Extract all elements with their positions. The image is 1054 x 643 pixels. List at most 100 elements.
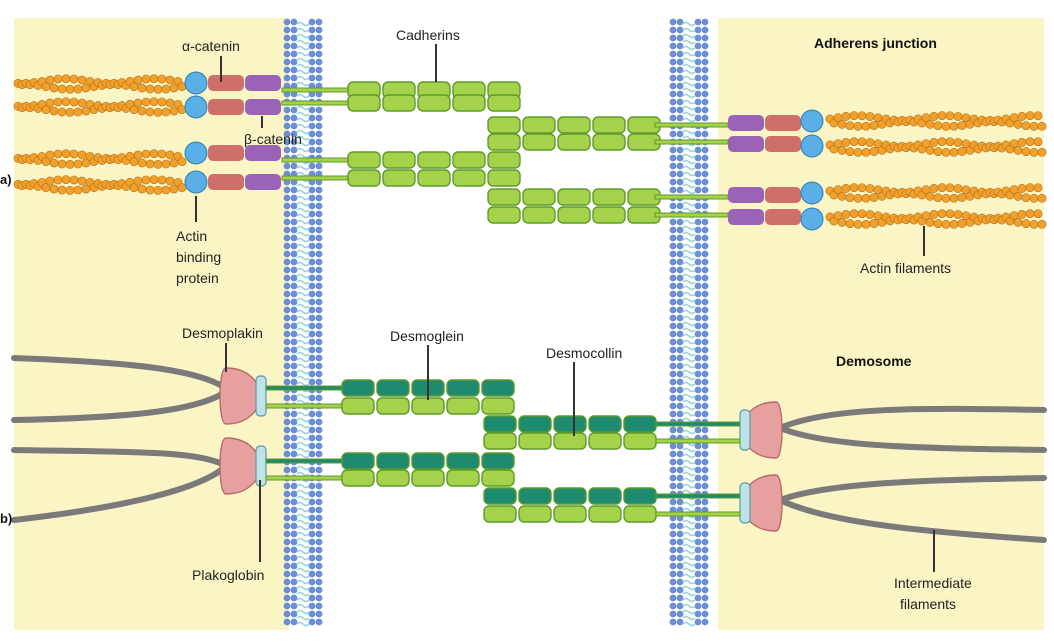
actin-bead [1021,219,1031,229]
desmocollin-domain [341,397,375,415]
cadherin-stalk [281,100,351,106]
lipid-tail [682,579,696,585]
membrane-bead [308,570,316,578]
membrane-bead [694,106,702,114]
membrane-bead [701,58,709,66]
membrane-bead [669,258,677,266]
membrane-bead [290,490,298,498]
membrane-bead [694,546,702,554]
lipid-tail [296,285,310,291]
label-cadherins: Cadherins [396,27,460,43]
actin-bead [865,138,875,147]
plakoglobin [255,375,267,417]
actin-bead [925,120,935,129]
membrane-bead [676,354,684,362]
actin-bead [853,147,863,157]
lipid-tail [682,261,696,267]
actin-bead [953,112,963,121]
membrane-bead [283,122,291,130]
membrane-bead [676,554,684,562]
membrane-bead [694,98,702,106]
desmoglein-domain [376,452,410,470]
membrane-bead [308,554,316,562]
cadherin-domain [382,169,416,187]
membrane-bead [676,546,684,554]
membrane-bead [308,322,316,330]
membrane-bead [315,314,323,322]
membrane-bead [290,586,298,594]
membrane-bead [694,442,702,450]
membrane-bead [694,610,702,618]
actin-bead [949,219,959,229]
membrane-bead [676,586,684,594]
actin-bead [1033,183,1043,193]
membrane-bead [669,50,677,58]
lipid-tail [682,303,696,309]
membrane-bead [308,306,316,314]
cadherin-domain [592,133,626,151]
lipid-tail [682,207,696,213]
membrane-bead [694,162,702,170]
membrane-bead [283,58,291,66]
lipid-tail [296,435,310,441]
membrane-bead [676,18,684,26]
membrane-bead [315,202,323,210]
cadherin-domain [347,151,381,169]
label-plakoglobin: Plakoglobin [192,567,264,583]
membrane-bead [701,442,709,450]
membrane-bead [315,370,323,378]
membrane-bead [290,346,298,354]
membrane-bead [669,186,677,194]
membrane-bead [669,74,677,82]
membrane-bead [669,226,677,234]
membrane-bead [283,450,291,458]
membrane-bead [701,114,709,122]
desmocollin-domain [376,469,410,487]
membrane-bead [694,34,702,42]
actin-bead [65,107,75,117]
lipid-tail [296,591,310,597]
actin-bead [865,112,875,121]
lipid-tail [682,129,696,135]
label-actin-binding-line1: Actin [176,228,207,244]
desmoglein-domain [481,379,515,397]
actin-bead [937,137,947,147]
label-desmocollin: Desmocollin [546,345,622,361]
actin-bead [957,121,967,130]
lipid-tail [682,369,696,375]
actin-bead [929,137,939,147]
membrane-bead [308,586,316,594]
membrane-bead [308,594,316,602]
membrane-bead [315,570,323,578]
membrane-bead [283,66,291,74]
membrane-bead [669,586,677,594]
lipid-tail [682,477,696,483]
membrane-bead [283,586,291,594]
membrane-bead [694,114,702,122]
actin-bead [49,106,59,116]
lipid-tail [682,291,696,297]
lipid-tail [296,573,310,579]
membrane-bead [283,546,291,554]
membrane-bead [308,426,316,434]
membrane-bead [290,354,298,362]
lipid-tail [682,609,696,615]
membrane-bead [283,274,291,282]
membrane-bead [694,170,702,178]
cadherin-stalk [654,194,729,200]
membrane-bead [315,602,323,610]
lipid-tail [296,75,310,81]
membrane-bead [308,450,316,458]
lipid-tail [296,315,310,321]
membrane-bead [315,394,323,402]
label-actin-binding-line3: protein [176,270,219,286]
membrane-bead [676,58,684,66]
cadherin-stalk [654,139,729,145]
actin-bead [153,159,163,169]
actin-bead [69,74,79,84]
membrane-bead [315,34,323,42]
actin-bead [837,191,847,201]
actin-bead [929,183,939,193]
membrane-bead [694,410,702,418]
actin-bead [161,185,171,195]
